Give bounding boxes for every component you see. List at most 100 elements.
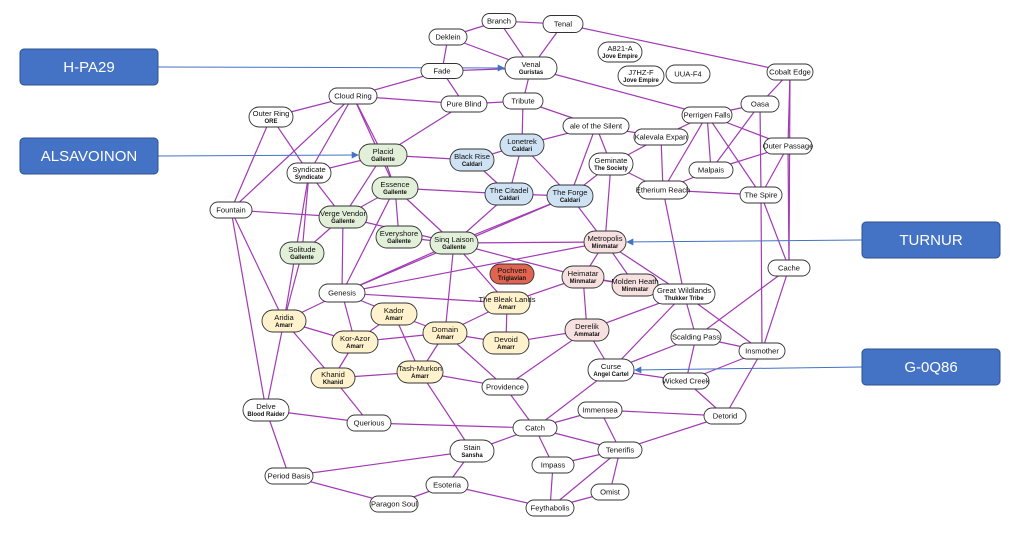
region-node-querious[interactable]: Querious <box>346 414 392 432</box>
region-node-shape <box>449 439 495 463</box>
region-node-genesis[interactable]: Genesis <box>318 283 366 303</box>
region-node-tribute[interactable]: Tribute <box>502 92 544 110</box>
region-name: A821-A <box>607 44 633 53</box>
region-name: Tash-Murkon <box>398 364 442 373</box>
region-node-shape <box>429 231 479 255</box>
region-node-shape <box>562 117 630 135</box>
region-node-shape <box>767 259 811 277</box>
region-node-catch[interactable]: Catch <box>512 419 558 437</box>
region-node-paragonsoul[interactable]: Paragon Soul <box>369 495 419 513</box>
region-node-spire[interactable]: The Spire <box>739 186 783 204</box>
region-node-wickedcreek[interactable]: Wicked Creek <box>662 372 710 390</box>
region-node-uuaf4[interactable]: UUA-F4 <box>665 64 711 84</box>
region-node-vale[interactable]: ale of the Silent <box>562 117 630 135</box>
region-node-fountain[interactable]: Fountain <box>209 201 253 219</box>
region-node-detorid[interactable]: Detorid <box>703 407 747 425</box>
region-node-outerpassage[interactable]: Outer Passage <box>763 137 814 155</box>
region-name: The Forge <box>552 188 587 197</box>
region-node-kalevala[interactable]: Kalevala Expan <box>633 128 689 146</box>
region-node-shape <box>370 302 418 326</box>
callout-arrow <box>634 366 863 374</box>
region-node-tenal[interactable]: Tenal <box>542 15 584 33</box>
connection-line <box>230 116 272 211</box>
connection-line <box>695 267 790 338</box>
region-name: Stain <box>463 443 480 452</box>
region-node-cloudring[interactable]: Cloud Ring <box>328 87 378 105</box>
region-name: Curse <box>601 362 621 371</box>
region-node-branch[interactable]: Branch <box>481 13 517 29</box>
region-node-deklein[interactable]: Deklein <box>428 28 468 46</box>
region-node-etherium[interactable]: Etherium Reach <box>636 180 690 200</box>
callout-box <box>19 137 159 175</box>
region-node-perrigenfalls[interactable]: Perrigen Falls <box>681 106 733 124</box>
region-name: Wicked Creek <box>662 377 709 386</box>
region-faction: Amarr <box>275 323 293 329</box>
region-name: Branch <box>487 17 511 26</box>
region-node-oasa[interactable]: Oasa <box>740 95 780 113</box>
region-name: J7HZ-F <box>628 68 654 77</box>
region-node-shape <box>482 331 530 355</box>
region-node-impass[interactable]: Impass <box>531 456 575 474</box>
region-node-omist[interactable]: Omist <box>590 483 630 501</box>
region-node-periodbasis[interactable]: Period Basis <box>264 467 314 485</box>
region-name: Period Basis <box>268 472 311 481</box>
region-node-immensea[interactable]: Immensea <box>577 401 623 419</box>
region-node-shape <box>318 205 368 229</box>
region-node-tenerifis[interactable]: Tenerifis <box>597 441 643 459</box>
region-name: Tenerifis <box>606 446 634 455</box>
region-node-fade[interactable]: Fade <box>420 63 464 79</box>
region-name: Cloud Ring <box>334 92 372 101</box>
region-faction: Minmatar <box>570 279 597 285</box>
region-node-cache[interactable]: Cache <box>767 259 811 277</box>
region-node-malpais[interactable]: Malpais <box>688 161 734 179</box>
region-faction: Caldari <box>560 198 581 204</box>
region-node-esoteria[interactable]: Esoteria <box>425 476 469 494</box>
connection-line <box>761 267 790 352</box>
region-node-cobaltedge[interactable]: Cobalt Edge <box>766 63 814 81</box>
region-node-providence[interactable]: Providence <box>481 378 529 396</box>
region-name: Devoid <box>494 335 518 344</box>
region-node-pureblind[interactable]: Pure Blind <box>440 95 488 113</box>
connection-line <box>288 450 473 477</box>
region-node-shape <box>375 225 423 249</box>
region-node-scaldingpass[interactable]: Scalding Pass <box>670 328 722 346</box>
region-node-feythabolis[interactable]: Feythabolis <box>525 499 575 517</box>
region-name: Verge Vendor <box>320 209 366 218</box>
connection-line <box>230 95 354 211</box>
region-node-insmother[interactable]: Insmother <box>738 342 786 360</box>
region-node-shape <box>525 499 575 517</box>
